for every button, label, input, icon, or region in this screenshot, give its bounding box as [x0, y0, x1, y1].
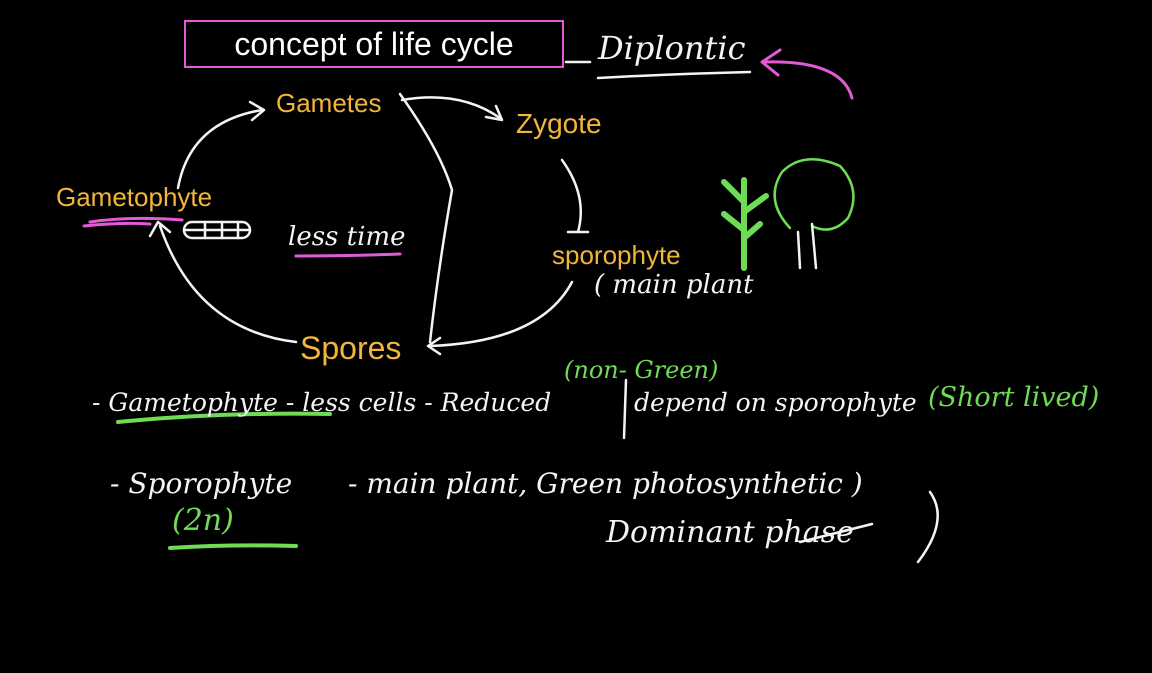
arrow-spores-to-gametophyte [158, 224, 298, 344]
gametophyte-note-underline [116, 411, 332, 424]
less-time-underline [294, 252, 402, 258]
title-box: concept of life cycle [184, 20, 564, 68]
dominant-phase-note: Dominant phase [606, 515, 854, 550]
tree-icon [773, 158, 855, 270]
node-sporophyte: sporophyte [552, 240, 681, 270]
leafy-sprig-icon [721, 177, 769, 271]
cycle-type-label: Diplontic [598, 29, 746, 67]
thallus-icon [182, 220, 252, 240]
note-line2-end: - main plant, Green photosynthetic ) [348, 467, 863, 500]
node-gametophyte: Gametophyte [56, 182, 213, 212]
arrow-gametes-to-zygote [400, 96, 502, 120]
note-line2-start: - Sporophyte [110, 467, 293, 500]
dominant-underline [798, 522, 874, 544]
node-gametes: Gametes [276, 88, 382, 118]
short-lived-note: (Short lived) [928, 382, 1100, 413]
node-zygote: Zygote [516, 108, 602, 139]
arrowhead-gametes [248, 100, 266, 122]
ploidy-note: (2n) [172, 503, 234, 538]
title-text: concept of life cycle [234, 26, 514, 62]
note-line1-start: - Gametophyte - less cells - Reduced [92, 388, 552, 417]
arrowhead-spores [426, 336, 442, 356]
arrowhead-gametophyte [148, 220, 172, 238]
non-green-note: (non- Green) [564, 356, 719, 384]
pointer-arrowhead [760, 48, 782, 77]
note-line1-end: depend on sporophyte [634, 388, 917, 417]
arrowhead-zygote [484, 104, 504, 122]
note-divider [622, 378, 628, 440]
phase-bracket [398, 92, 454, 344]
arrow-sporophyte-to-spores [428, 280, 574, 348]
diplontic-underline [596, 70, 752, 80]
less-time-note: less time [288, 222, 406, 252]
node-spores: Spores [300, 330, 402, 366]
main-plant-note: ( main plant [594, 270, 754, 300]
arrow-zygote-to-sporophyte [560, 158, 582, 234]
gametophyte-underline [82, 216, 184, 228]
closing-paren [916, 490, 939, 564]
arrow-gametophyte-to-gametes [176, 108, 264, 190]
pointer-arrow [763, 60, 854, 100]
two-n-underline [168, 543, 298, 550]
